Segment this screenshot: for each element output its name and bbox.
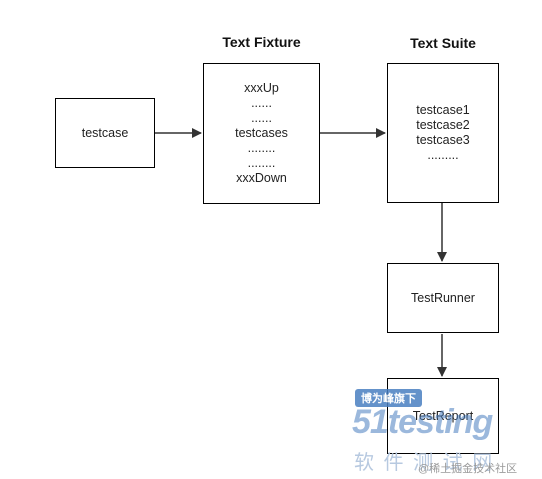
fixture-line-teardown: xxxDown: [236, 171, 287, 185]
node-text-fixture: xxxUp ...... ...... testcases ........ .…: [203, 63, 320, 204]
suite-line: testcase2: [416, 118, 470, 132]
suite-line-ellipsis: .........: [427, 148, 459, 162]
watermark-credit: @稀土掘金技术社区: [418, 463, 518, 475]
fixture-line-setup: xxxUp: [244, 81, 279, 95]
fixture-line-ellipsis: ......: [251, 111, 272, 125]
node-text-suite: testcase1 testcase2 testcase3 .........: [387, 63, 499, 203]
watermark-badge: 博为峰旗下: [355, 389, 422, 407]
node-testcase-line: testcase: [81, 125, 129, 140]
fixture-line-ellipsis: ........: [247, 156, 276, 170]
suite-heading: Text Suite: [410, 35, 476, 51]
suite-line: testcase3: [416, 133, 470, 147]
fixture-line-ellipsis: ........: [247, 141, 276, 155]
runner-label: TestRunner: [411, 290, 475, 305]
watermark-brand: 51testing: [352, 403, 493, 441]
fixture-heading: Text Fixture: [222, 34, 301, 50]
node-testcase: testcase: [55, 98, 155, 168]
report-label: TestReport: [412, 408, 474, 423]
node-test-runner: TestRunner: [387, 263, 499, 333]
suite-line: testcase1: [416, 103, 470, 117]
fixture-line-ellipsis: ......: [251, 96, 272, 110]
watermark-tagline: 软 件 测 试 网: [354, 452, 495, 474]
fixture-line-testcases: testcases: [235, 126, 288, 140]
